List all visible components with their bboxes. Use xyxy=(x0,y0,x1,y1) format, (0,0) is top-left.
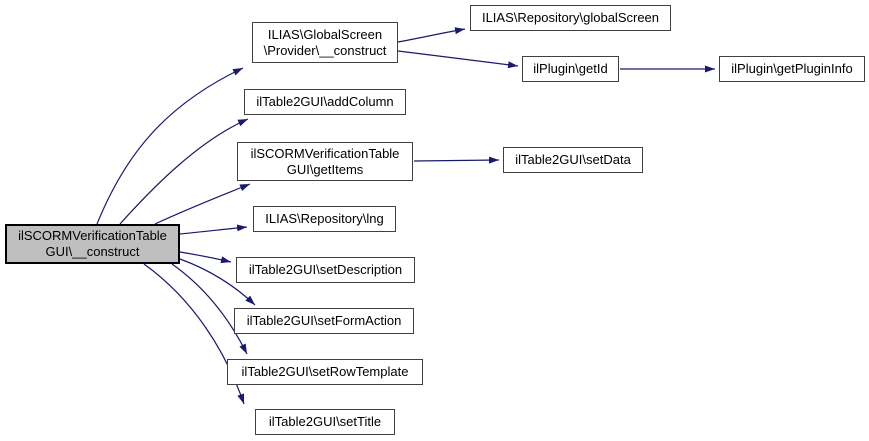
node-label-line: ILIAS\GlobalScreen xyxy=(267,26,383,42)
graph-node-iltable2gui-settitle[interactable]: ilTable2GUI\setTitle xyxy=(255,409,395,435)
graph-node-iltable2gui-addcolumn[interactable]: ilTable2GUI\addColumn xyxy=(244,89,406,115)
node-label-line: ilSCORMVerificationTable xyxy=(250,145,400,161)
call-edge-ilscormverificationtablegui-getitems--iltable2gui-setdata xyxy=(413,156,500,164)
node-label-line: GUI\__construct xyxy=(45,244,140,259)
graph-node-ilplugin-getplugininfo[interactable]: ilPlugin\getPluginInfo xyxy=(719,56,865,82)
graph-node-ilias-globalscreen-provider-construct[interactable]: ILIAS\GlobalScreen\Provider\__construct xyxy=(252,22,398,63)
node-label-line: ilTable2GUI\setDescription xyxy=(248,262,403,277)
node-label-line: ilPlugin\getId xyxy=(533,61,608,76)
graph-node-iltable2gui-setformaction[interactable]: ilTable2GUI\setFormAction xyxy=(234,308,414,334)
graph-node-ilias-repository-globalscreen[interactable]: ILIAS\Repository\globalScreen xyxy=(470,5,671,31)
call-edge-ilscormverificationtablegui-construct--ilscormverificationtablegui-getitems xyxy=(154,183,251,225)
call-edge-ilias-globalscreen-provider-construct--ilias-repository-globalscreen xyxy=(397,27,466,43)
call-edge-ilscormverificationtablegui-construct--iltable2gui-addcolumn xyxy=(119,118,249,225)
node-label-line: ilTable2GUI\setTitle xyxy=(268,414,382,429)
node-label-line: \Provider\__construct xyxy=(263,42,387,58)
node-label-line: ilSCORMVerificationTable xyxy=(18,228,167,243)
call-edge-ilscormverificationtablegui-construct--iltable2gui-settitle xyxy=(143,263,245,405)
node-label-line: ilTable2GUI\setData xyxy=(515,152,631,167)
node-label-line: ilPlugin\getPluginInfo xyxy=(731,61,853,76)
graph-node-iltable2gui-setdata[interactable]: ilTable2GUI\setData xyxy=(503,147,643,173)
graph-node-ilias-repository-lng[interactable]: ILIAS\Repository\lng xyxy=(253,206,396,232)
call-edge-ilscormverificationtablegui-construct--iltable2gui-setformaction xyxy=(179,258,256,306)
call-edge-ilscormverificationtablegui-construct--ilias-repository-lng xyxy=(179,224,248,235)
node-label-line: GUI\getItems xyxy=(286,161,364,177)
call-edge-ilscormverificationtablegui-construct--ilias-globalscreen-provider-construct xyxy=(96,67,244,225)
node-label-line: ILIAS\Repository\globalScreen xyxy=(481,10,660,25)
graph-node-iltable2gui-setdescription[interactable]: ilTable2GUI\setDescription xyxy=(236,257,415,283)
node-label-line: ILIAS\Repository\lng xyxy=(265,211,384,226)
call-edge-ilias-globalscreen-provider-construct--ilplugin-getid xyxy=(397,50,519,69)
node-label-line: ilTable2GUI\addColumn xyxy=(256,94,394,109)
node-label-line: ilTable2GUI\setRowTemplate xyxy=(241,364,409,379)
graph-node-ilplugin-getid[interactable]: ilPlugin\getId xyxy=(522,56,619,82)
node-label-line: ilTable2GUI\setFormAction xyxy=(246,313,402,328)
call-edge-ilscormverificationtablegui-construct--iltable2gui-setdescription xyxy=(179,251,232,264)
call-edge-ilscormverificationtablegui-construct--iltable2gui-setrowtemplate xyxy=(171,263,248,355)
graph-node-iltable2gui-setrowtemplate[interactable]: ilTable2GUI\setRowTemplate xyxy=(227,359,423,385)
